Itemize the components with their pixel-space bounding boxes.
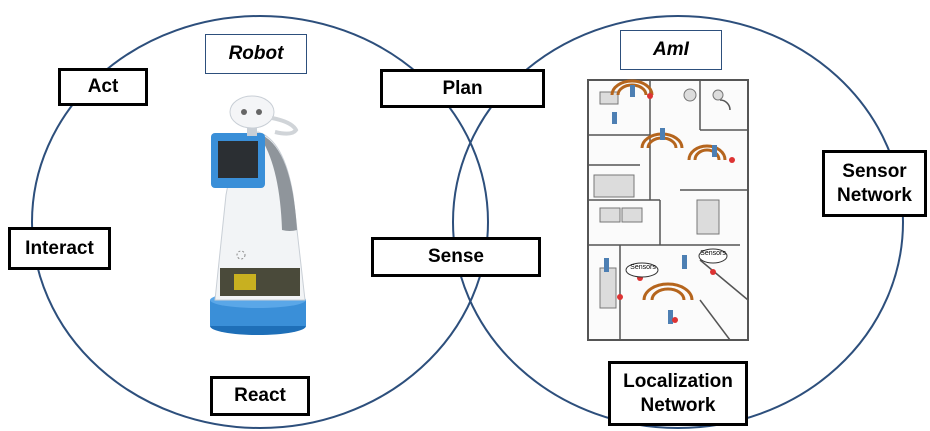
robot-circle — [31, 15, 489, 429]
robot-title: Robot — [205, 34, 307, 74]
localization-network-label: Localization Network — [608, 361, 748, 426]
sensor-network-line1: Sensor — [842, 160, 907, 182]
floorplan-illustration — [587, 79, 749, 341]
interact-label: Interact — [8, 227, 111, 270]
localization-network-line1: Localization — [623, 370, 733, 392]
localization-network-line2: Network — [640, 394, 716, 416]
sensors-badge-2: Sensors — [700, 250, 726, 257]
sensors-badge-1: Sensors — [630, 264, 656, 271]
sensor-node-icon — [604, 85, 717, 324]
robot-illustration — [210, 95, 306, 335]
ami-circle — [452, 15, 904, 429]
sensor-network-line2: Network — [837, 184, 912, 206]
act-label: Act — [58, 68, 148, 106]
sense-label: Sense — [371, 237, 541, 277]
ami-title: AmI — [620, 30, 722, 70]
sensor-network-label: Sensor Network — [822, 150, 927, 217]
plan-label: Plan — [380, 69, 545, 108]
react-label: React — [210, 376, 310, 416]
